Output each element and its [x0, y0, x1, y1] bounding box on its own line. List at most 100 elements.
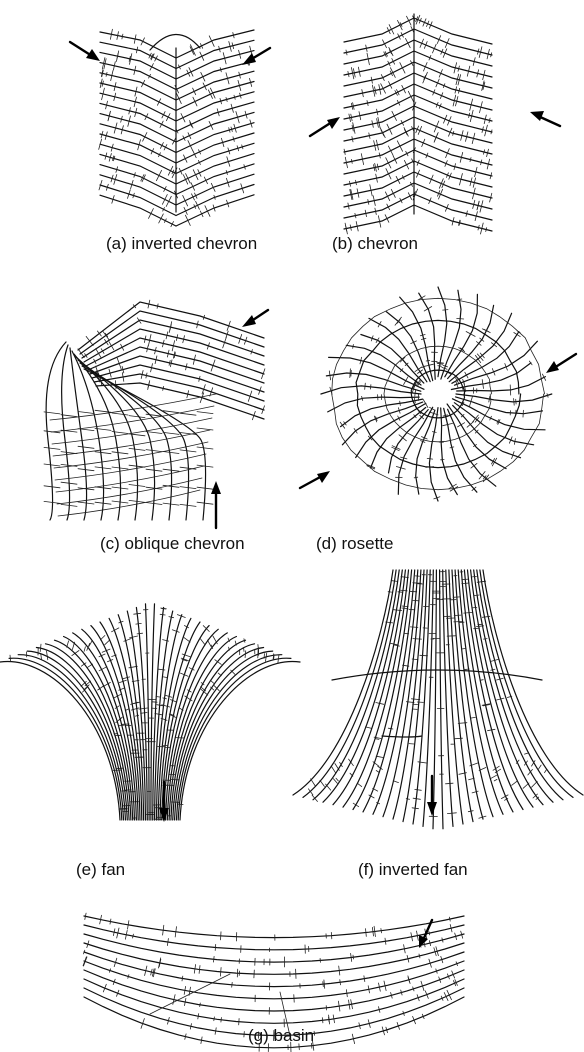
hatch-stroke [406, 38, 411, 47]
hatch-stroke [84, 647, 85, 652]
hatch-stroke [314, 1031, 315, 1035]
hatch-stroke [160, 614, 165, 615]
hatch-stroke [163, 698, 167, 699]
hatch-stroke [9, 658, 122, 820]
hatch-stroke [0, 661, 120, 820]
hatch-stroke [385, 192, 389, 201]
arrow-icon [242, 48, 270, 65]
hatch-stroke [413, 798, 420, 799]
fan-strokes [0, 604, 300, 820]
hatch-stroke [474, 595, 480, 596]
hatch-stroke [264, 654, 265, 659]
hatch-stroke [44, 464, 60, 466]
hatch-stroke [207, 640, 211, 646]
hatch-stroke [342, 402, 422, 445]
hatch-stroke [415, 390, 416, 396]
hatch-stroke [344, 18, 414, 42]
rosette-strokes [321, 287, 552, 501]
hatch-stroke [346, 50, 347, 55]
hatch-stroke [95, 452, 111, 454]
hatch-stroke [438, 366, 442, 367]
hatch-stroke [468, 570, 534, 807]
hatch-stroke [245, 651, 246, 658]
hatch-stroke [365, 383, 366, 389]
hatch-stroke [200, 638, 205, 645]
panel-inverted-chevron: (a) inverted chevron [0, 0, 292, 260]
caption-fan: (e) fan [76, 860, 125, 880]
hatch-stroke [232, 982, 233, 987]
hatch-stroke [183, 195, 188, 206]
hatch-stroke [159, 669, 165, 670]
hatch-stroke [368, 200, 369, 205]
hatch-stroke [178, 658, 291, 820]
hatch-stroke [414, 51, 492, 77]
hatch-stroke [344, 84, 414, 108]
hatch-stroke [414, 183, 492, 209]
hatch-stroke [185, 215, 190, 225]
hatch-stroke [320, 780, 324, 786]
hatch-stroke [350, 181, 351, 186]
hatch-stroke [443, 310, 448, 311]
hatch-stroke [391, 189, 395, 197]
caption-inverted-fan: (f) inverted fan [358, 860, 468, 880]
hatch-stroke [395, 645, 400, 646]
hatch-stroke [434, 121, 439, 132]
hatch-stroke [420, 655, 428, 656]
hatch-stroke [332, 298, 545, 489]
oblique-chevron-drawing [0, 270, 292, 560]
hatch-stroke [447, 990, 452, 999]
hatch-stroke [376, 739, 379, 740]
hatch-stroke [134, 613, 141, 614]
hatch-stroke [200, 1003, 201, 1007]
hatch-stroke [419, 293, 436, 379]
hatch-stroke [61, 415, 77, 417]
hatch-stroke [344, 183, 414, 207]
hatch-stroke [149, 209, 154, 219]
hatch-stroke [156, 170, 161, 180]
hatch-stroke [182, 976, 183, 981]
hatch-stroke [462, 579, 469, 580]
hatch-stroke [351, 953, 352, 961]
arrow-icon [310, 117, 340, 136]
hatch-stroke [491, 775, 497, 778]
hatch-stroke [220, 968, 221, 977]
hatch-stroke [344, 51, 414, 75]
hatch-stroke [545, 770, 547, 773]
hatch-stroke [376, 756, 383, 757]
hatch-stroke [477, 570, 563, 800]
hatch-stroke [472, 607, 477, 608]
hatch-stroke [404, 160, 408, 169]
hatch-stroke [193, 170, 198, 180]
hatch-stroke [84, 979, 464, 1023]
hatch-stroke [331, 766, 335, 773]
hatch-stroke [400, 63, 405, 74]
hatch-stroke [110, 919, 111, 924]
hatch-stroke [176, 112, 254, 142]
hatch-stroke [344, 117, 414, 141]
hatch-stroke [415, 789, 422, 790]
hatch-stroke [332, 670, 542, 680]
hatch-stroke [137, 633, 143, 634]
hatch-stroke [331, 932, 332, 938]
panel-oblique-chevron: (c) oblique chevron [0, 270, 292, 560]
hatch-stroke [466, 332, 475, 337]
hatch-stroke [523, 783, 529, 788]
hatch-stroke [322, 1018, 323, 1023]
hatch-stroke [417, 370, 422, 374]
hatch-stroke [414, 172, 492, 198]
hatch-stroke [78, 446, 94, 448]
hatch-stroke [414, 128, 492, 154]
hatch-stroke [344, 194, 414, 218]
hatch-stroke [424, 307, 432, 312]
hatch-stroke [457, 377, 546, 391]
hatch-stroke [402, 606, 408, 607]
hatch-stroke [470, 717, 475, 718]
hatch-stroke [103, 331, 109, 339]
hatch-stroke [129, 416, 145, 418]
hatch-stroke [440, 570, 443, 829]
arrow-icon [427, 776, 437, 816]
hatch-stroke [86, 336, 93, 345]
hatch-stroke [336, 778, 338, 781]
hatch-stroke [514, 439, 515, 445]
